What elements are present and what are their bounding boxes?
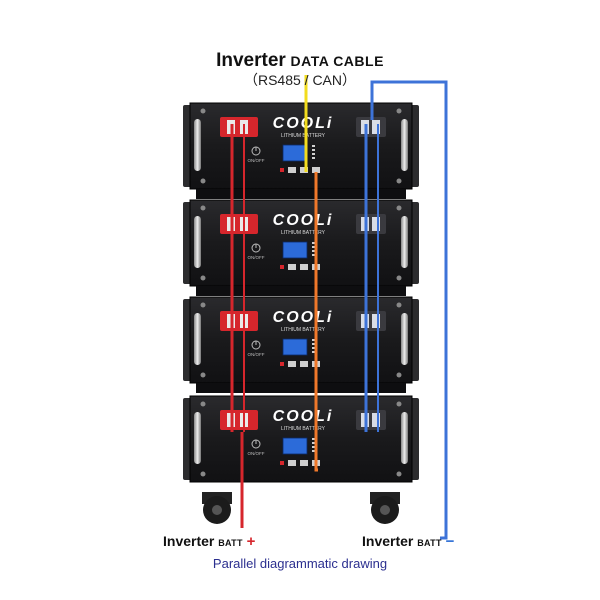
screw — [396, 178, 402, 184]
screw — [396, 471, 402, 477]
screw — [200, 205, 206, 211]
screw — [200, 471, 206, 477]
negative-cable-external — [370, 80, 448, 540]
diagram-caption: Parallel diagrammatic drawing — [212, 556, 388, 571]
switch-label: ON/OFF — [248, 255, 265, 260]
model-label: LITHIUM BATTERY — [281, 133, 326, 139]
screw — [396, 401, 402, 407]
lcd-display-icon — [282, 437, 308, 455]
terminal-icon — [220, 410, 258, 430]
model-label: LITHIUM BATTERY — [281, 327, 326, 333]
switch-label: ON/OFF — [248, 451, 265, 456]
right-inverter-text: Inverter — [362, 533, 414, 549]
comm-cable — [314, 172, 318, 472]
brand-logo: COOLi — [273, 309, 334, 326]
wheel-icon — [370, 492, 400, 524]
screw — [396, 108, 402, 114]
led-indicator — [312, 442, 315, 444]
terminal-icon — [356, 311, 386, 331]
lcd-display-icon — [282, 144, 308, 162]
led-indicator — [312, 153, 315, 155]
led-indicator — [312, 339, 315, 341]
lcd-display-icon — [282, 241, 308, 259]
terminal-icon — [356, 214, 386, 234]
led-indicator — [312, 351, 315, 353]
screw — [200, 401, 206, 407]
screw — [200, 302, 206, 308]
power-switch-icon[interactable] — [251, 243, 261, 253]
handle-icon — [401, 313, 408, 365]
led-indicator — [312, 242, 315, 244]
protocol-subtitle: （RS485 / CAN） — [243, 72, 357, 88]
power-switch-icon[interactable] — [251, 439, 261, 449]
inverter-data-cable-title: Inverter DATA CABLE — [0, 50, 600, 72]
inverter-batt-positive-label: Inverter BATT + — [163, 533, 255, 550]
led-indicator — [312, 343, 315, 345]
screw — [200, 372, 206, 378]
led-indicator — [312, 254, 315, 256]
brand-logo: COOLi — [273, 115, 334, 132]
model-label: LITHIUM BATTERY — [281, 230, 326, 236]
led-indicator — [312, 145, 315, 147]
screw — [396, 372, 402, 378]
terminal-icon — [356, 410, 386, 430]
led-indicator — [312, 450, 315, 452]
terminal-icon — [220, 214, 258, 234]
terminal-icon — [220, 311, 258, 331]
handle-icon — [194, 313, 201, 365]
wheel-icon — [202, 492, 232, 524]
handle-icon — [194, 119, 201, 171]
terminal-icon — [220, 117, 258, 137]
led-indicator — [312, 446, 315, 448]
minus-sign: − — [445, 533, 455, 550]
comm-ports — [280, 167, 320, 173]
left-inverter-text: Inverter — [163, 533, 215, 549]
led-indicator — [312, 149, 315, 151]
screw — [200, 178, 206, 184]
lcd-display-icon — [282, 338, 308, 356]
left-batt-text: BATT — [218, 538, 243, 548]
screw — [200, 108, 206, 114]
model-label: LITHIUM BATTERY — [281, 426, 326, 432]
screw — [396, 302, 402, 308]
led-indicator — [312, 347, 315, 349]
handle-icon — [401, 216, 408, 268]
handle-icon — [401, 119, 408, 171]
power-switch-icon[interactable] — [251, 146, 261, 156]
screw — [200, 275, 206, 281]
handle-icon — [194, 216, 201, 268]
switch-label: ON/OFF — [248, 158, 265, 163]
handle-icon — [401, 412, 408, 464]
plus-sign: + — [246, 533, 256, 550]
title-inverter: Inverter — [216, 50, 286, 71]
power-switch-icon[interactable] — [251, 340, 261, 350]
led-indicator — [312, 250, 315, 252]
led-indicator — [312, 157, 315, 159]
inverter-batt-negative-label: Inverter BATT − — [362, 533, 454, 550]
switch-label: ON/OFF — [248, 352, 265, 357]
title-data-cable: DATA CABLE — [290, 53, 384, 69]
brand-logo: COOLi — [273, 408, 334, 425]
led-indicator — [312, 438, 315, 440]
screw — [396, 275, 402, 281]
brand-logo: COOLi — [273, 212, 334, 229]
led-indicator — [312, 246, 315, 248]
handle-icon — [194, 412, 201, 464]
screw — [396, 205, 402, 211]
right-batt-text: BATT — [417, 538, 442, 548]
